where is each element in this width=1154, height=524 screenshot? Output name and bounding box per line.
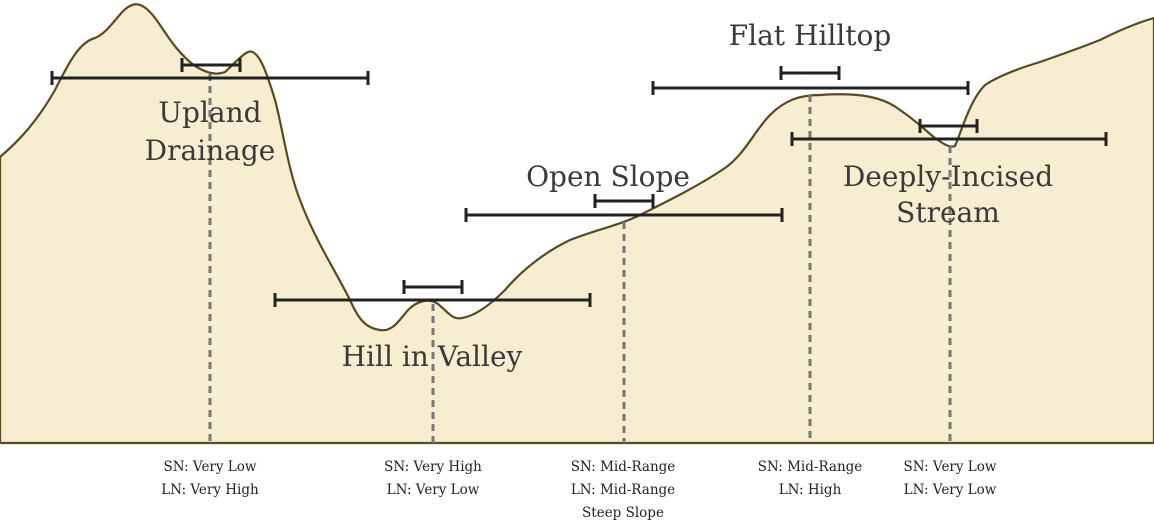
caption-flat-hilltop-ln: LN: High — [779, 482, 842, 498]
incised-large-window — [790, 132, 1108, 146]
caption-upland-sn: SN: Very Low — [164, 459, 257, 475]
label-open-slope: Open Slope — [526, 160, 690, 193]
caption-open-slope-sn: SN: Mid-Range — [571, 459, 676, 475]
label-upland-line2: Drainage — [145, 134, 276, 167]
label-incised-line2: Stream — [896, 196, 1000, 229]
upland-large-window — [50, 71, 370, 85]
flat-hilltop-large-window — [651, 81, 970, 95]
label-flat-hilltop: Flat Hilltop — [729, 19, 892, 52]
caption-open-slope-extra: Steep Slope — [582, 505, 664, 521]
caption-upland-ln: LN: Very High — [161, 482, 259, 498]
hill-valley-large-window — [273, 293, 592, 307]
open-slope-large-window — [464, 208, 784, 222]
terrain-profile — [0, 3, 1154, 445]
hill-valley-small-window — [402, 280, 464, 294]
flat-hilltop-small-window — [779, 66, 841, 80]
caption-flat-hilltop-sn: SN: Mid-Range — [758, 459, 863, 475]
open-slope-small-window — [593, 194, 655, 208]
incised-small-window — [918, 119, 979, 133]
upland-small-window — [180, 58, 242, 72]
caption-incised-sn: SN: Very Low — [904, 459, 997, 475]
caption-hill-valley-sn: SN: Very High — [384, 459, 482, 475]
label-hill-in-valley: Hill in Valley — [342, 340, 523, 373]
caption-hill-valley-ln: LN: Very Low — [387, 482, 480, 498]
label-upland-line1: Upland — [158, 96, 261, 129]
label-incised-line1: Deeply-Incised — [843, 160, 1053, 193]
caption-open-slope-ln: LN: Mid-Range — [571, 482, 675, 498]
caption-incised-ln: LN: Very Low — [904, 482, 997, 498]
